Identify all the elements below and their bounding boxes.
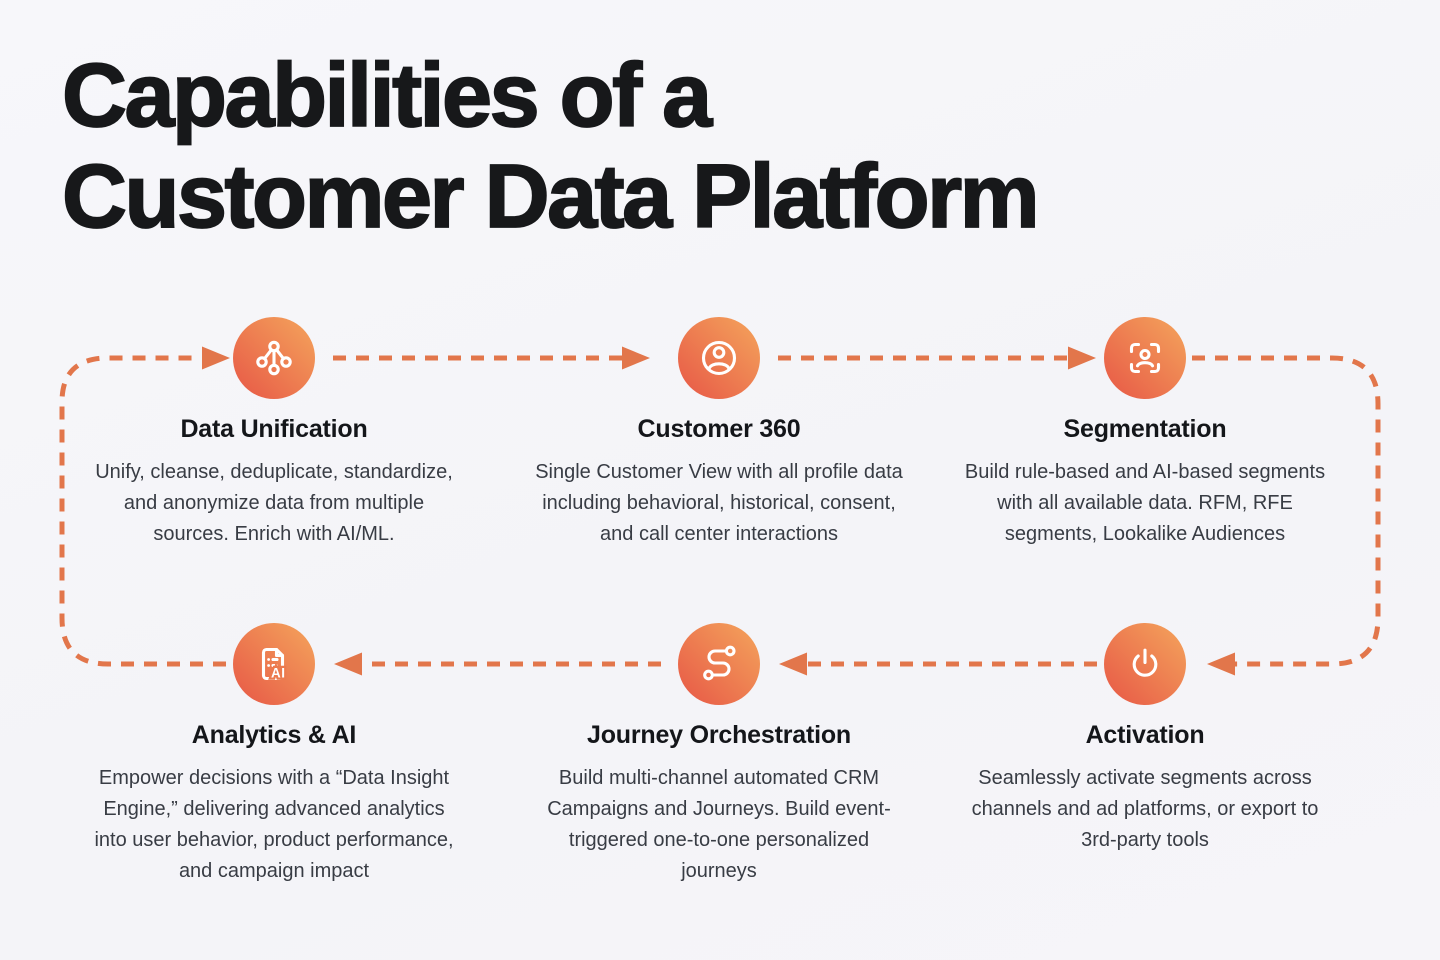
capability-title: Analytics & AI — [191, 721, 357, 749]
analytics-ai-icon-badge: AI — [233, 623, 315, 705]
arrowhead-into-segmentation — [1068, 346, 1096, 370]
capability-description: Single Customer View with all profile da… — [535, 461, 903, 545]
capability-activation: Activation Seamlessly activate segments … — [945, 623, 1345, 856]
power-icon — [1132, 648, 1158, 677]
capability-description: Seamlessly activate segments across chan… — [971, 767, 1319, 851]
ai-document-icon: AI — [261, 647, 287, 683]
activation-icon-badge — [1104, 623, 1186, 705]
svg-text:AI: AI — [271, 666, 286, 681]
capability-customer-360: Customer 360 Single Customer View with a… — [519, 317, 919, 550]
customer-360-icon-badge — [678, 317, 760, 399]
capability-title: Data Unification — [180, 415, 368, 443]
capability-analytics-ai: AI Analytics & AI Empower decisions with… — [74, 623, 474, 887]
segmentation-icon-badge — [1104, 317, 1186, 399]
capability-segmentation: Segmentation Build rule-based and AI-bas… — [945, 317, 1345, 550]
page-title: Capabilities of a Customer Data Platform — [61, 45, 1041, 248]
arrowhead-into-analytics — [334, 652, 362, 676]
capability-description: Build rule-based and AI-based segments w… — [964, 461, 1326, 545]
capability-data-unification: Data Unification Unify, cleanse, dedupli… — [74, 317, 474, 550]
arrow-analytics-to-data-unification — [59, 355, 226, 667]
capability-journey-orchestration: Journey Orchestration Build multi-channe… — [519, 623, 919, 887]
data-unification-icon-badge — [233, 317, 315, 399]
page-title-line-1: Capabilities of a — [61, 45, 713, 147]
capability-title: Activation — [1085, 721, 1205, 749]
arrowhead-into-journey — [779, 652, 807, 676]
user-circle-icon — [701, 340, 737, 376]
user-scan-icon — [1129, 342, 1161, 374]
capability-title: Customer 360 — [637, 415, 801, 443]
arrowhead-into-customer-360 — [622, 346, 650, 370]
capability-description: Build multi-channel automated CRM Campai… — [547, 767, 891, 882]
page-title-line-2: Customer Data Platform — [61, 146, 1041, 248]
git-fork-icon — [256, 340, 292, 376]
capability-description: Empower decisions with a “Data Insight E… — [94, 767, 454, 882]
capability-title: Segmentation — [1063, 415, 1227, 443]
route-icon — [703, 645, 736, 681]
journey-orchestration-icon-badge — [678, 623, 760, 705]
capability-description: Unify, cleanse, deduplicate, standardize… — [95, 461, 453, 545]
arrowhead-into-data-unification — [202, 346, 230, 370]
arrowhead-into-activation — [1207, 652, 1235, 676]
capability-title: Journey Orchestration — [587, 721, 851, 749]
